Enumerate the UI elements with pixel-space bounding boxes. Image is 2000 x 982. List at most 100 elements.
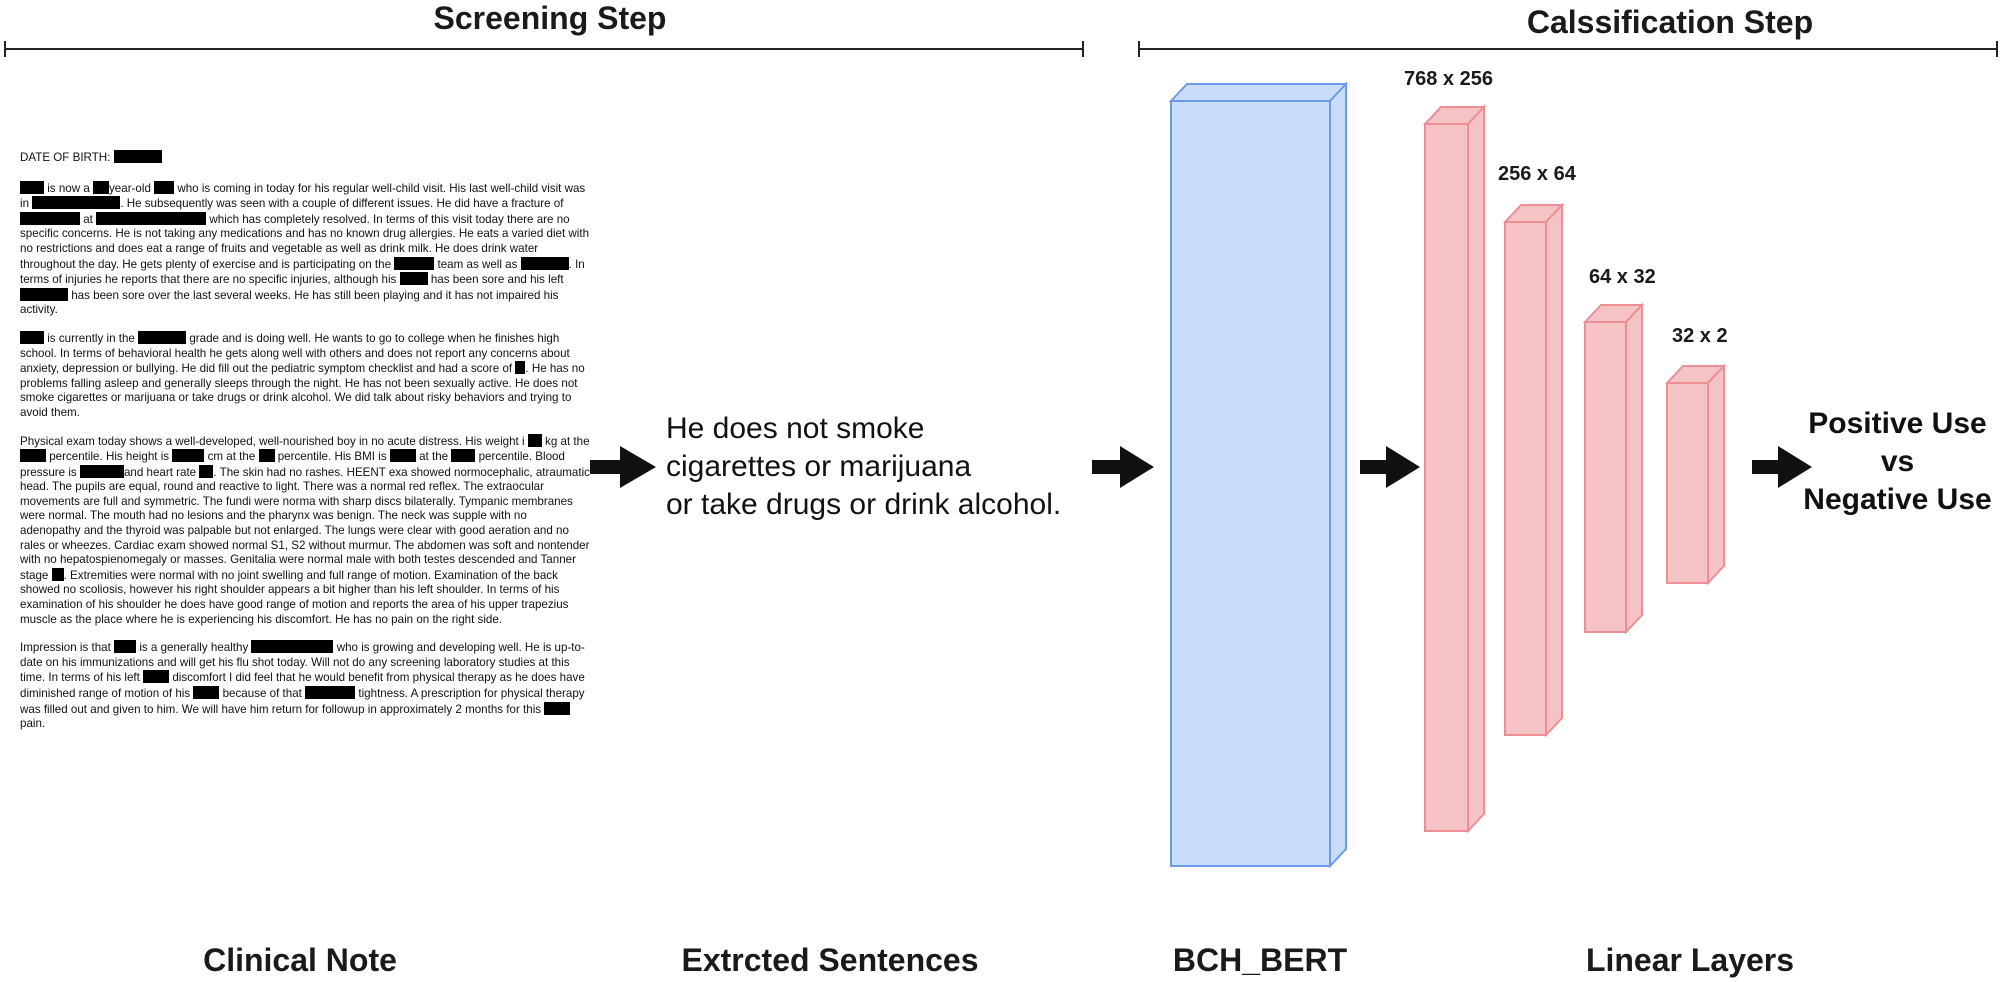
redaction-block — [113, 150, 162, 163]
note-text: grade and is doing well. He wants to go … — [20, 331, 570, 376]
extracted-sentences-label: Extrcted Sentences — [681, 942, 979, 978]
layer-face — [1504, 221, 1547, 736]
note-text: showed normocephalic, atraumatic head. T… — [20, 465, 590, 582]
layer-side — [1707, 363, 1725, 586]
note-text: percentile. His height is — [49, 450, 170, 464]
note-text: tightness. A prescription for physical t… — [20, 687, 585, 716]
sentence-line-3: or take drugs or drink alcohol. — [666, 488, 1062, 521]
layer-1-dimension-label: 768 x 256 — [1404, 68, 1493, 90]
note-text: because of that — [222, 687, 302, 700]
note-text: . The skin had no rashes. HEENT exa — [213, 465, 408, 479]
redaction-block — [20, 211, 80, 225]
redaction-block — [527, 433, 542, 447]
redaction-block — [138, 330, 187, 344]
note-text: team as well as — [437, 257, 518, 271]
note-text: pain. — [20, 717, 46, 731]
layer-side — [1545, 202, 1563, 738]
arrow-right-icon — [1752, 446, 1812, 488]
note-dob-line: DATE OF BIRTH: — [20, 150, 590, 166]
linear-layer-1 — [1422, 104, 1487, 834]
layer-4-dimension-label: 32 x 2 — [1672, 325, 1728, 347]
note-paragraph-behavioral: is currently in the grade and is doing w… — [20, 330, 590, 421]
redaction-block — [193, 686, 220, 699]
linear-layer-2 — [1502, 202, 1565, 738]
dob-label: DATE OF BIRTH: — [20, 151, 111, 164]
note-text: . In terms of injuries he reports that t… — [20, 257, 585, 287]
redaction-block — [93, 180, 109, 194]
classification-bracket-left-tick — [1138, 41, 1140, 57]
redaction-block — [114, 640, 137, 654]
note-text: is now a — [47, 181, 90, 195]
redaction-block — [172, 449, 205, 463]
sentence-line-2: cigarettes or marijuana — [666, 450, 972, 483]
redaction-block — [51, 567, 64, 581]
redaction-block — [20, 180, 44, 194]
note-text: is currently in the — [47, 331, 135, 345]
note-text: which has completely resolved. In terms … — [20, 212, 590, 271]
redaction-block — [305, 686, 356, 699]
extracted-sentence: He does not smoke cigarettes or marijuan… — [666, 410, 1061, 524]
redaction-block — [520, 256, 569, 270]
note-text: Physical exam today shows a well-develop… — [20, 434, 525, 448]
note-text: discomfort I did feel that he would bene… — [20, 671, 585, 700]
screening-step-title: Screening Step — [433, 0, 667, 36]
layer-face — [1584, 321, 1627, 633]
classification-bracket-right-tick — [1996, 41, 1998, 57]
clinical-note-label: Clinical Note — [203, 942, 397, 978]
note-text: is a generally healthy — [139, 641, 249, 655]
layer-side — [1467, 104, 1485, 834]
bert-block-front — [1170, 100, 1331, 867]
layer-3-dimension-label: 64 x 32 — [1589, 266, 1656, 288]
redaction-block — [394, 256, 435, 270]
layer-face — [1424, 123, 1469, 832]
redaction-block — [32, 196, 121, 210]
linear-layers-label: Linear Layers — [1585, 942, 1795, 978]
layer-side — [1625, 302, 1643, 635]
linear-layer-3 — [1582, 302, 1645, 635]
redaction-block — [79, 464, 124, 478]
redaction-block — [20, 330, 44, 344]
redaction-block — [389, 449, 416, 463]
redaction-block — [96, 211, 207, 225]
sentence-line-1: He does not smoke — [666, 412, 925, 445]
arrow-right-icon — [590, 446, 656, 488]
redaction-block — [258, 449, 275, 463]
classification-outcome: Positive Use vs Negative Use — [1795, 405, 2000, 519]
redaction-block — [451, 449, 476, 463]
layer-2-dimension-label: 256 x 64 — [1498, 163, 1576, 185]
note-text: and heart rate — [123, 465, 197, 479]
outcome-positive: Positive Use — [1808, 407, 1987, 440]
bert-block — [1168, 81, 1349, 869]
note-text: has been sore over the last several week… — [20, 288, 559, 317]
arrow-right-icon — [1092, 446, 1154, 488]
redaction-block — [251, 640, 334, 654]
classification-step-title: Calssification Step — [1526, 4, 1814, 40]
note-text: percentile. Blood pressure is — [20, 450, 565, 479]
note-text: percentile. His BMI is — [277, 450, 387, 464]
bert-block-top — [1168, 83, 1349, 102]
note-paragraph-history: is now a year-old who is coming in today… — [20, 180, 590, 318]
redaction-block — [399, 272, 428, 286]
note-text: . Extremities were normal with no joint … — [20, 568, 569, 626]
note-text: who is coming in today for his regular w… — [20, 181, 586, 211]
note-paragraph-exam: Physical exam today shows a well-develop… — [20, 433, 590, 628]
note-text: cm at the — [207, 450, 256, 464]
note-text: has been sore and his left — [430, 273, 564, 287]
outcome-negative: Negative Use — [1803, 483, 1992, 516]
note-text: at — [83, 212, 93, 226]
screening-bracket-right-tick — [1082, 41, 1084, 57]
bert-block-side — [1329, 81, 1347, 869]
note-text: . He has no problems falling asleep and … — [20, 362, 585, 419]
note-text: year-old — [109, 181, 151, 195]
redaction-block — [515, 361, 526, 375]
note-text: kg at the — [545, 434, 590, 448]
redaction-block — [143, 670, 170, 684]
outcome-vs: vs — [1880, 445, 1915, 478]
bert-label: BCH_BERT — [1172, 942, 1348, 978]
redaction-block — [544, 701, 571, 715]
note-text: . He subsequently was seen with a couple… — [120, 197, 564, 211]
note-paragraph-impression: Impression is that is a generally health… — [20, 640, 590, 732]
classification-step-bracket — [1138, 48, 1998, 50]
linear-layer-4 — [1664, 363, 1727, 586]
